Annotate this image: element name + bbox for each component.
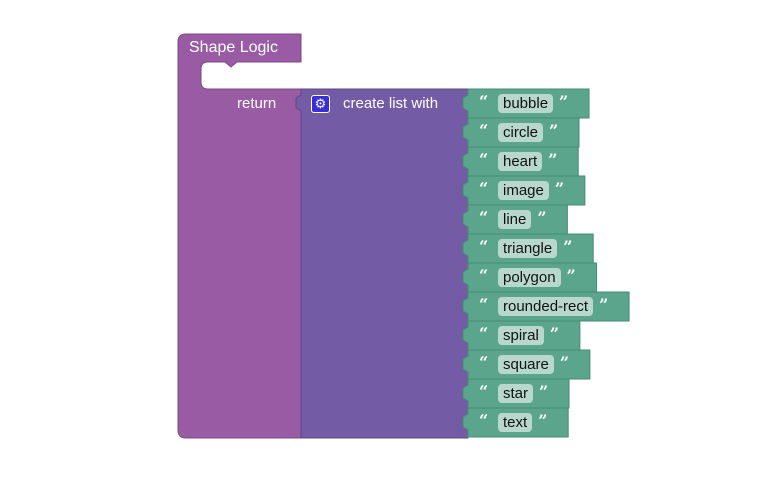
text-field[interactable]: triangle: [498, 239, 558, 258]
close-quote-icon: ”: [559, 92, 569, 111]
text-field[interactable]: star: [498, 384, 534, 403]
text-field[interactable]: circle: [498, 123, 544, 142]
text-field[interactable]: spiral: [498, 326, 544, 345]
text-block[interactable]: “ line ”: [459, 204, 568, 235]
text-field[interactable]: polygon: [498, 268, 561, 287]
text-block[interactable]: “ heart ”: [459, 146, 579, 177]
close-quote-icon: ”: [599, 295, 609, 314]
close-quote-icon: ”: [559, 353, 570, 372]
text-block[interactable]: “ triangle ”: [459, 233, 594, 264]
text-block[interactable]: “ circle ”: [459, 117, 580, 148]
procedure-name[interactable]: Shape Logic: [189, 39, 278, 56]
close-quote-icon: ”: [554, 179, 565, 198]
close-quote-icon: ”: [538, 411, 548, 430]
text-block[interactable]: “ spiral ”: [459, 320, 581, 351]
text-block[interactable]: “ square ”: [459, 349, 591, 380]
gear-icon[interactable]: ⚙: [311, 95, 330, 113]
text-field[interactable]: line: [498, 210, 532, 229]
open-quote-icon: “: [479, 121, 489, 140]
text-field[interactable]: heart: [498, 152, 543, 171]
text-field[interactable]: text: [498, 413, 533, 432]
open-quote-icon: “: [479, 411, 489, 430]
open-quote-icon: “: [479, 266, 489, 285]
close-quote-icon: ”: [549, 121, 559, 140]
close-quote-icon: ”: [537, 208, 547, 227]
text-field[interactable]: square: [498, 355, 554, 374]
close-quote-icon: ”: [563, 237, 573, 256]
text-block[interactable]: “ image ”: [459, 175, 586, 206]
text-block[interactable]: “ star ”: [459, 378, 570, 409]
return-label: return: [237, 95, 277, 112]
text-block[interactable]: “ text ”: [459, 407, 569, 438]
list-block-body: [295, 88, 469, 439]
text-field[interactable]: bubble: [498, 94, 554, 113]
open-quote-icon: “: [479, 353, 489, 372]
procedure-block-body: [177, 33, 302, 439]
open-quote-icon: “: [479, 382, 489, 401]
text-field[interactable]: rounded-rect: [498, 297, 594, 316]
close-quote-icon: ”: [549, 324, 560, 343]
close-quote-icon: ”: [539, 382, 549, 401]
text-block[interactable]: “ polygon ”: [459, 262, 598, 293]
close-quote-icon: ”: [548, 150, 558, 169]
text-block[interactable]: “ bubble ”: [459, 88, 590, 119]
open-quote-icon: “: [479, 150, 489, 169]
open-quote-icon: “: [479, 295, 489, 314]
text-field[interactable]: image: [498, 181, 549, 200]
open-quote-icon: “: [479, 324, 489, 343]
open-quote-icon: “: [479, 237, 489, 256]
open-quote-icon: “: [479, 179, 489, 198]
text-block[interactable]: “ rounded-rect ”: [459, 291, 630, 322]
list-block-label: create list with: [343, 95, 439, 112]
open-quote-icon: “: [479, 92, 489, 111]
close-quote-icon: ”: [566, 266, 576, 285]
open-quote-icon: “: [479, 208, 489, 227]
